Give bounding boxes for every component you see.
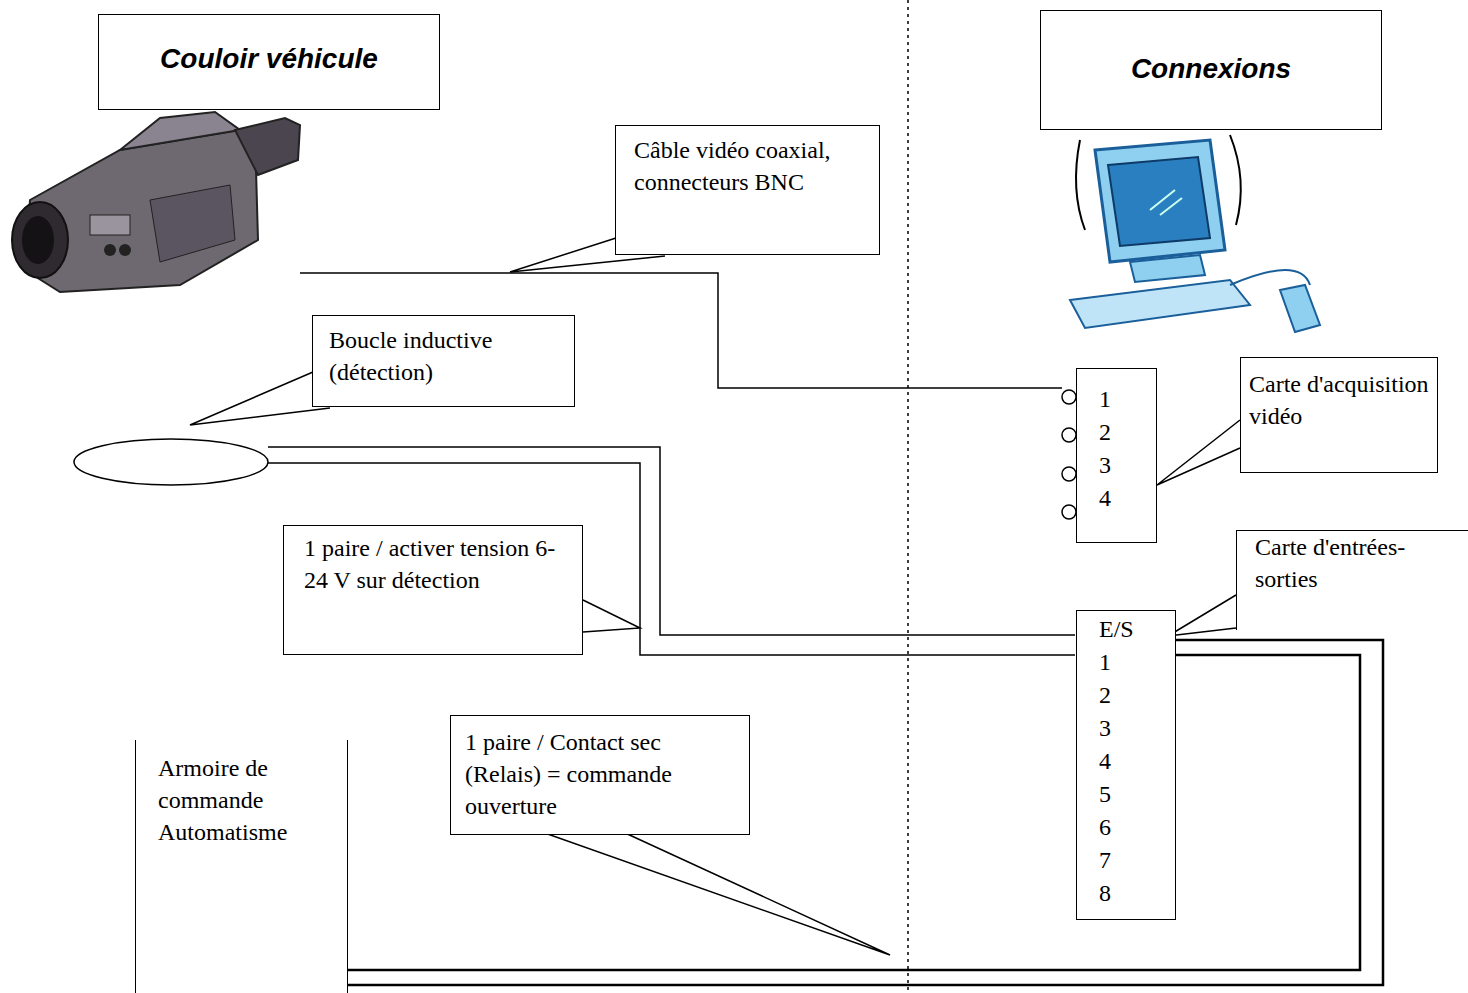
pin-number: 3 (1099, 712, 1167, 745)
separator (907, 0, 909, 993)
loop-wire (268, 463, 1075, 655)
callout-text: Câble vidéo coaxial, connecteurs BNC (634, 134, 861, 198)
video-cable (300, 273, 1062, 388)
callout-box: Carte d'acquisition vidéo (1240, 357, 1438, 473)
wire (348, 640, 1383, 985)
pin-number: 2 (1099, 679, 1167, 712)
callout-box: Boucle inductive (détection) (312, 315, 575, 407)
heading-text: Couloir véhicule (109, 43, 429, 75)
callout-box: 1 paire / activer tension 6-24 V sur dét… (283, 525, 583, 655)
pin-number: 1 (1099, 646, 1167, 679)
callout-box: 1 paire / Contact sec (Relais) = command… (450, 715, 750, 835)
callout-text: Carte d'acquisition vidéo (1249, 368, 1429, 432)
heading-text: Connexions (1051, 53, 1371, 85)
callout-box: Carte d'entrées-sorties (1236, 530, 1468, 630)
pin-number: 5 (1099, 778, 1167, 811)
callout-text: Armoire de commande Automatisme (158, 752, 325, 848)
wire (348, 655, 1360, 970)
callout-box: Armoire de commande Automatisme (135, 740, 348, 993)
camera-icon (12, 112, 300, 292)
callout-text: Boucle inductive (détection) (329, 324, 558, 388)
heading-box: Connexions (1040, 10, 1382, 130)
pin-number: E/S (1099, 613, 1167, 646)
pin-number: 3 (1099, 449, 1146, 482)
computer-icon (1070, 135, 1320, 332)
heading-box: Couloir véhicule (98, 14, 440, 110)
pin-number: 4 (1099, 482, 1146, 515)
card-box: 1234 (1076, 368, 1157, 543)
pin-number: 6 (1099, 811, 1167, 844)
card-box: E/S12345678 (1076, 610, 1176, 920)
callout-text: 1 paire / activer tension 6-24 V sur dét… (304, 532, 562, 596)
bnc-connectors (1062, 390, 1076, 519)
callout-text: 1 paire / Contact sec (Relais) = command… (465, 726, 735, 822)
callout-box: Câble vidéo coaxial, connecteurs BNC (615, 125, 880, 255)
pin-number: 4 (1099, 745, 1167, 778)
callout-text: Carte d'entrées-sorties (1255, 531, 1466, 595)
pin-number: 7 (1099, 844, 1167, 877)
pin-number: 8 (1099, 877, 1167, 910)
relay-pair (348, 640, 1383, 985)
inductive-loop (74, 439, 268, 485)
pin-number: 1 (1099, 383, 1146, 416)
pin-number: 2 (1099, 416, 1146, 449)
